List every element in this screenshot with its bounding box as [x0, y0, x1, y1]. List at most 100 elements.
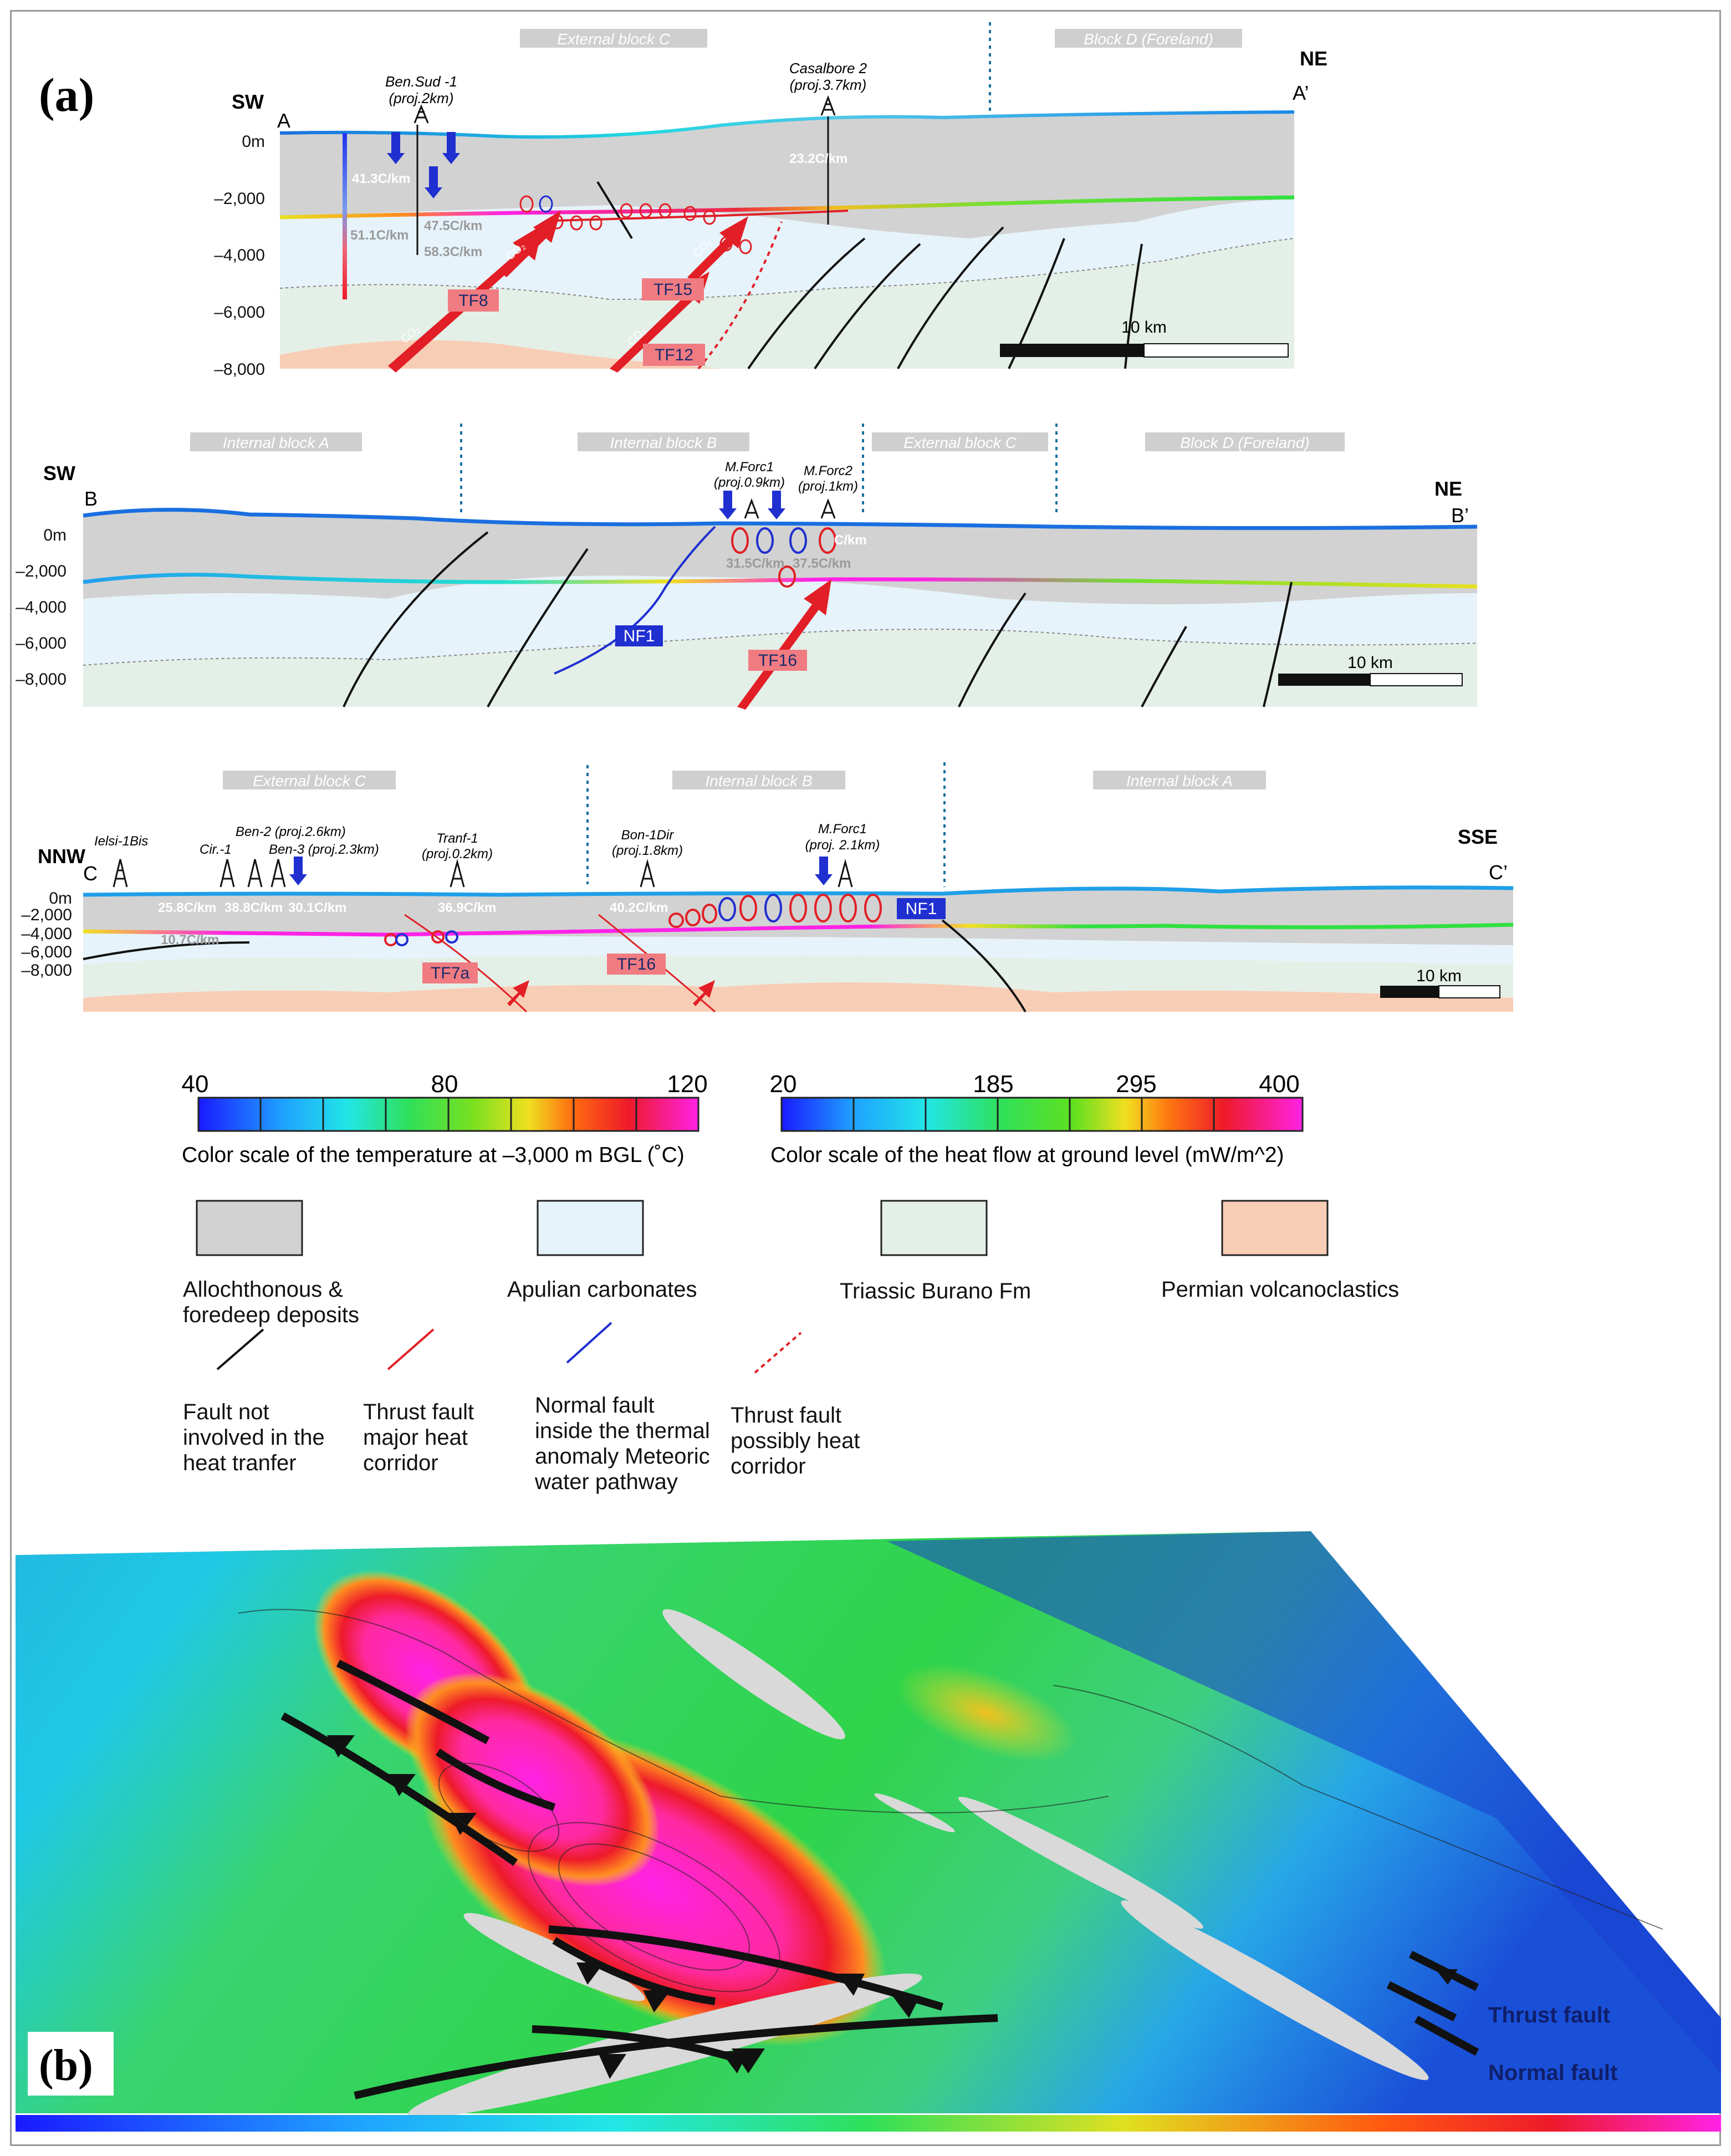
svg-text:80: 80 — [431, 1071, 458, 1098]
panel-a-label: (a) — [39, 68, 94, 121]
faults-black — [83, 919, 1027, 1013]
legend-allochthonous: Allochthonous & foredeep deposits — [183, 1277, 360, 1327]
block-header — [1055, 29, 1242, 48]
water-arrow — [815, 857, 833, 885]
fault-red-dashed — [697, 221, 783, 370]
fault-black — [747, 237, 866, 370]
convection-cells — [384, 894, 882, 946]
isotherm — [279, 195, 1295, 220]
gradient-label: 58.3C/km — [424, 244, 482, 259]
block-header — [223, 771, 396, 789]
svg-text:120: 120 — [667, 1071, 707, 1098]
layer-boundary — [83, 629, 1478, 666]
fault-label: TF15 — [653, 281, 692, 299]
legend-thrust-major: Thrust fault major heat corridor — [363, 1400, 474, 1475]
svg-text:40.2C/km: 40.2C/km — [610, 900, 668, 915]
well-proj: M.Forc1 — [725, 460, 774, 475]
legend: 40 80 120 Color scale of the temperature… — [182, 1071, 1329, 1374]
unit-permian — [83, 982, 1513, 1012]
water-arrow — [289, 857, 307, 885]
topography — [279, 110, 1295, 139]
fault-black — [897, 226, 1004, 369]
section-cc: External block C Internal block B Intern… — [21, 762, 1514, 1013]
fault-black — [596, 181, 633, 239]
heatflow-color-scale: 20 185 295 400 Color scale of the heat f… — [770, 1071, 1304, 1167]
figure-frame — [10, 10, 1721, 2146]
contour-lines — [238, 1609, 1663, 1992]
svg-text:–2,000: –2,000 — [214, 190, 265, 208]
gradient-label: C/km — [834, 533, 867, 548]
svg-text:20: 20 — [770, 1071, 797, 1098]
temp-scale-caption: Color scale of the temperature at –3,000… — [182, 1143, 685, 1167]
fault-tag — [448, 289, 499, 312]
svg-text:38.8C/km: 38.8C/km — [224, 900, 283, 915]
block-header — [190, 432, 362, 451]
topography — [83, 508, 1478, 530]
depth-axis: 0m –2,000 –4,000 –6,000 –8,000 — [214, 132, 265, 379]
water-arrow — [719, 491, 737, 519]
orientation-ne: NE — [1300, 47, 1327, 70]
swatch-apulian — [537, 1200, 644, 1256]
fault-label: NF1 — [624, 627, 655, 645]
well-proj: Ben.Sud -1 — [385, 73, 457, 90]
svg-text:25.8C/km: 25.8C/km — [158, 900, 216, 915]
panel-a: (a) External block C Block D (Foreland) … — [16, 22, 1514, 1013]
block-label: Internal block B — [610, 434, 717, 451]
svg-text:Normal fault: Normal fault — [1488, 2061, 1617, 2085]
derrick-icons — [113, 859, 853, 888]
well-proj: (proj.2km) — [389, 90, 453, 106]
block-header — [1093, 771, 1266, 789]
svg-text:–4,000: –4,000 — [21, 925, 72, 943]
block-label: Block D (Foreland) — [1084, 30, 1213, 48]
scale-label: 10 km — [1347, 654, 1393, 672]
faults-black — [343, 531, 1293, 707]
well-proj: Ben-3 (proj.2.3km) — [269, 842, 379, 857]
well-proj: Ben-2 (proj.2.6km) — [236, 824, 346, 839]
block-header — [578, 432, 749, 451]
depth-axis: 0m –2,000 –4,000 –6,000 –8,000 — [16, 526, 67, 689]
block-label: Internal block A — [223, 434, 329, 451]
fault-black — [814, 243, 921, 370]
section-end: B’ — [1451, 504, 1469, 527]
unit-apulian — [83, 575, 1477, 665]
water-arrow — [768, 491, 785, 519]
heatflow-scale-caption: Color scale of the heat flow at ground l… — [770, 1143, 1284, 1167]
temperature-log — [343, 133, 347, 299]
gradient-label: 23.2C/km — [789, 151, 847, 166]
section-ab: External block C Block D (Foreland) SW N… — [214, 22, 1327, 379]
section-end: C’ — [1489, 861, 1508, 884]
well-proj: Casalbore 2 — [789, 60, 867, 77]
unit-apulian — [280, 200, 1294, 299]
water-arrow — [442, 132, 460, 164]
gradient-label: 47.5C/km — [424, 218, 482, 233]
scale-bar — [1278, 674, 1370, 686]
unit-allochthonous — [280, 112, 1294, 238]
fault-tag — [643, 344, 705, 366]
orientation-ne: NE — [1434, 477, 1462, 500]
isotherm — [83, 573, 1478, 589]
unit-permian — [280, 340, 721, 369]
fault-tag — [422, 962, 478, 983]
gradient-label: 41.3C/km — [352, 171, 410, 186]
panel-b-label: (b) — [39, 2041, 93, 2090]
fault-tag — [642, 278, 704, 300]
legend-apulian: Apulian carbonates — [507, 1277, 697, 1302]
isotherm — [83, 922, 1514, 937]
legend-fault-red-dashed — [754, 1332, 802, 1374]
svg-text:–6,000: –6,000 — [16, 634, 67, 653]
section-bb: Internal block A Internal block B Extern… — [16, 424, 1478, 710]
unit-burano — [280, 238, 1294, 369]
svg-text:Thrust fault: Thrust fault — [1488, 2003, 1610, 2027]
svg-text:295: 295 — [1116, 1071, 1156, 1098]
orientation-nnw: NNW — [38, 845, 85, 868]
block-label: Block D (Foreland) — [1180, 434, 1309, 451]
legend-fault-black — [216, 1328, 264, 1370]
svg-text:–8,000: –8,000 — [21, 961, 72, 980]
water-arrow — [387, 132, 405, 164]
fault-tag — [615, 625, 663, 646]
well-proj: (proj.1.8km) — [612, 843, 683, 858]
legend-permian: Permian volcanoclastics — [1161, 1277, 1400, 1302]
temp-color-scale: 40 80 120 Color scale of the temperature… — [182, 1071, 708, 1167]
section-start: A — [277, 109, 290, 132]
orientation-sw: SW — [43, 462, 75, 485]
